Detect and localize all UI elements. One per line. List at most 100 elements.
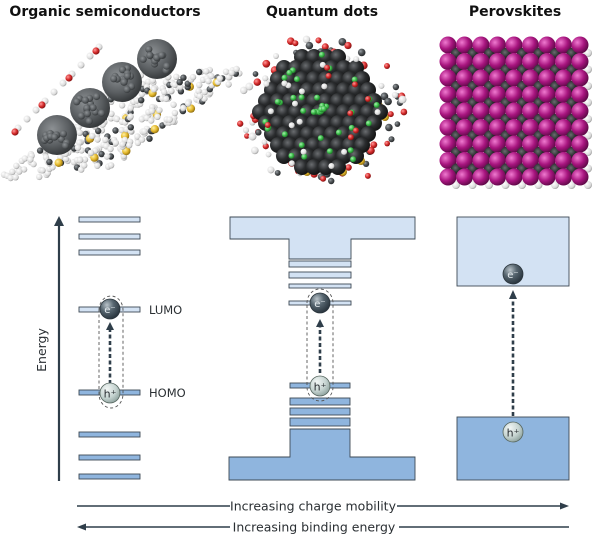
- halide-atom: [300, 107, 307, 114]
- polymer-atom: [154, 113, 161, 121]
- organic-level-lower-2: [78, 454, 141, 461]
- energy-axis-arrowhead: [54, 216, 64, 226]
- ligand-atom: [262, 75, 269, 82]
- ligand-atom: [384, 63, 390, 69]
- qd-level-c3: [288, 283, 352, 289]
- halide-atom: [294, 76, 300, 83]
- ligand-atom: [292, 40, 299, 47]
- polymer-atom: [95, 127, 102, 135]
- core-atom: [330, 159, 346, 175]
- halide-atom: [489, 36, 506, 54]
- oxygen-atom: [38, 101, 46, 109]
- polymer-atom: [89, 132, 96, 140]
- polymer-atom: [36, 173, 43, 181]
- polymer-atom: [103, 153, 111, 160]
- polymer-atom: [74, 144, 82, 151]
- ligand-atom: [384, 140, 391, 147]
- halide-atom: [489, 102, 506, 120]
- qd-excitation-arrowhead: [316, 319, 324, 327]
- ligand-atom: [245, 82, 254, 91]
- ligand-atom: [250, 146, 259, 155]
- polymer-atom: [36, 147, 44, 154]
- sulfur-atom: [150, 125, 159, 134]
- ligand-atom: [325, 72, 332, 79]
- polymer-atom: [228, 69, 235, 77]
- fullerene-atom: [145, 45, 153, 53]
- fullerene-atom: [158, 51, 166, 59]
- ligand-atom: [388, 136, 395, 143]
- qd-valence-band: [228, 428, 416, 481]
- fullerene-atom: [118, 66, 127, 74]
- halide-atom: [522, 152, 539, 169]
- fullerene-atom: [120, 78, 128, 86]
- charge-mobility-arrowhead: [560, 502, 569, 510]
- halide-atom: [538, 152, 556, 169]
- ligand-atom: [392, 83, 400, 91]
- fullerene-atom: [77, 112, 85, 120]
- polymer-atom: [195, 87, 202, 95]
- halide-atom: [505, 135, 523, 153]
- fullerene-atom: [51, 133, 59, 141]
- polymer-atom: [222, 68, 230, 75]
- polymer-atom: [150, 86, 158, 93]
- fullerene-atom: [97, 109, 106, 117]
- halide-atom: [318, 51, 325, 58]
- ligand-atom: [300, 148, 307, 155]
- halide-atom: [472, 86, 490, 103]
- polymer-atom: [166, 116, 173, 123]
- electron-symbol: e⁻: [314, 299, 325, 310]
- ligand-atom: [328, 163, 335, 169]
- fullerene-atom: [61, 142, 69, 150]
- polymer-atom: [201, 88, 208, 96]
- halide-atom: [456, 102, 473, 120]
- halide-atom: [472, 69, 490, 87]
- binding-energy-arrowhead: [77, 523, 86, 531]
- ligand-atom: [357, 48, 366, 57]
- halide-atom: [538, 119, 556, 136]
- organic-energy-levels: e⁻ h⁺ LUMO HOMO: [78, 216, 186, 480]
- halide-atom: [522, 69, 539, 87]
- ligand-atom: [252, 71, 259, 77]
- polymer-atom: [173, 73, 180, 81]
- polymer-atom: [184, 100, 192, 107]
- fullerene-atom: [85, 117, 93, 125]
- panel-title-perovskites: Perovskites: [468, 4, 562, 20]
- halide-atom: [522, 102, 539, 120]
- halide-atom: [274, 98, 281, 105]
- halide-atom: [571, 69, 589, 87]
- hole-symbol: h⁺: [104, 388, 117, 401]
- polymer-atom: [113, 115, 121, 123]
- oxygen-atom: [11, 128, 19, 136]
- ligand-atom: [255, 129, 262, 136]
- charge-mobility-arrow: Increasing charge mobility: [77, 499, 569, 514]
- halide-atom: [538, 36, 556, 54]
- ligand-atom: [263, 80, 270, 87]
- fullerene-atom: [123, 72, 131, 80]
- halide-atom: [538, 53, 556, 70]
- halide-atom: [373, 102, 380, 108]
- perovskite-excitation-arrowhead: [509, 290, 517, 299]
- halide-atom: [314, 94, 321, 101]
- polymer-atom: [171, 81, 179, 89]
- halide-atom: [522, 36, 539, 54]
- qd-level-v1: [289, 397, 351, 406]
- fullerene-atom: [146, 51, 154, 60]
- halide-atom: [522, 119, 539, 136]
- polymer-atom: [118, 102, 126, 109]
- polymer-atom: [108, 110, 115, 118]
- organic-exciton-outline: [98, 295, 124, 409]
- panel-title-quantum-dots: Quantum dots: [265, 4, 379, 20]
- halide-atom: [472, 168, 490, 186]
- polymer-atom: [168, 87, 175, 95]
- halide-atom: [555, 86, 572, 103]
- ligand-atom: [384, 97, 392, 106]
- halide-atom: [505, 36, 523, 54]
- ligand-atom: [264, 122, 271, 128]
- polymer-atom: [216, 75, 223, 82]
- halide-atom: [505, 69, 523, 87]
- binding-energy-arrow: Increasing binding energy: [77, 520, 569, 535]
- perovskite-hole: h⁺: [502, 421, 524, 443]
- halide-atom: [326, 148, 333, 155]
- organic-hole: h⁺: [99, 382, 121, 404]
- polymer-atom: [146, 135, 153, 142]
